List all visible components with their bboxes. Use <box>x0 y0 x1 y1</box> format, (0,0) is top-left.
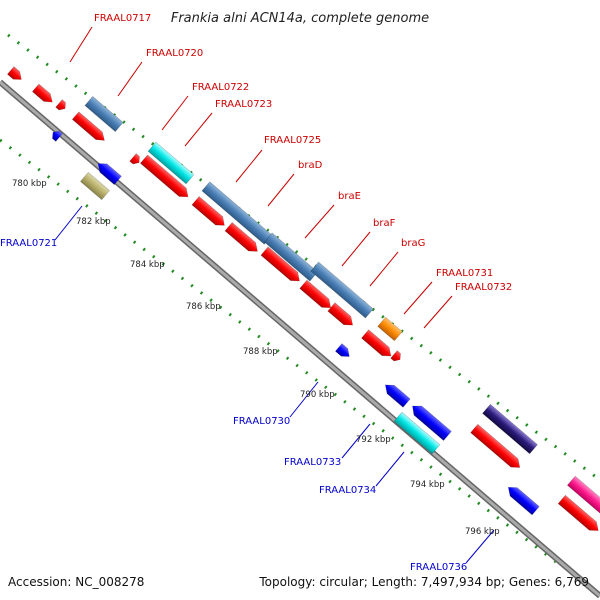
cds-red-3 <box>55 99 66 111</box>
forward-gene-label: FRAAL0723 <box>215 99 272 110</box>
feature-pink-1 <box>566 475 600 515</box>
reverse-gene-leader-line <box>375 451 405 487</box>
gene-labels: FRAAL0717FRAAL0720FRAAL0722FRAAL0723FRAA… <box>0 13 512 573</box>
forward-gene-leader-line <box>161 95 189 131</box>
cds-red-7 <box>191 196 225 226</box>
cds-blue-3 <box>412 405 452 441</box>
reverse-guide-line <box>0 138 561 567</box>
forward-gene-leader-line <box>341 231 371 267</box>
kbp-tick-label: 790 kbp <box>300 390 335 400</box>
cds-red-1 <box>7 66 22 80</box>
forward-gene-label: braE <box>338 191 361 202</box>
forward-gene-leader-line <box>235 149 263 183</box>
cds-red-2 <box>31 83 53 103</box>
forward-gene-label: FRAAL0725 <box>264 135 321 146</box>
rna-steel-1 <box>84 96 124 132</box>
genome-summary-text: Topology: circular; Length: 7,497,934 bp… <box>258 575 589 589</box>
kbp-tick-label: 786 kbp <box>186 302 221 312</box>
forward-gene-label: FRAAL0717 <box>94 13 151 24</box>
kbp-tick-label: 780 kbp <box>12 179 47 189</box>
cds-red-13 <box>470 423 521 468</box>
feature-khaki-1 <box>80 171 110 201</box>
reverse-gene-label: FRAAL0734 <box>319 485 376 496</box>
feature-cyan-1 <box>147 141 195 185</box>
cds-red-small-1 <box>390 350 401 362</box>
rna-steel-3 <box>263 232 319 282</box>
forward-gene-leader-line <box>369 251 399 287</box>
forward-gene-label: braG <box>401 238 425 249</box>
kbp-tick-label: 782 kbp <box>76 217 111 227</box>
accession-text: Accession: NC_008278 <box>8 575 144 589</box>
kbp-tick-label: 796 kbp <box>465 527 500 537</box>
reverse-gene-label: FRAAL0730 <box>233 416 290 427</box>
forward-gene-label: braF <box>373 218 396 229</box>
kbp-tick-label: 784 kbp <box>130 260 165 270</box>
rna-steel-2 <box>201 181 273 245</box>
forward-gene-leader-line <box>184 112 213 147</box>
cds-blue-small-2 <box>335 343 350 357</box>
kbp-tick-label: 792 kbp <box>356 435 391 445</box>
feature-orange-1 <box>377 316 403 342</box>
cds-red-11 <box>327 302 354 326</box>
kbp-tick-label: 788 kbp <box>243 347 278 357</box>
forward-gene-leader-line <box>117 61 143 97</box>
tick-guide-lines <box>0 33 600 567</box>
reverse-gene-label: FRAAL0736 <box>410 562 467 573</box>
cds-red-12 <box>361 329 392 357</box>
cds-red-10 <box>299 279 332 309</box>
cds-blue-4 <box>507 486 540 516</box>
kbp-tick-label: 794 kbp <box>410 480 445 490</box>
feature-track <box>7 66 600 531</box>
cds-red-6 <box>139 154 189 198</box>
forward-gene-leader-line <box>423 295 453 329</box>
reverse-gene-leader-line <box>54 205 83 241</box>
cds-blue-2 <box>384 384 411 408</box>
cds-blue-1 <box>97 163 122 186</box>
forward-gene-label: FRAAL0720 <box>146 48 203 59</box>
reverse-gene-leader-line <box>289 381 319 418</box>
reverse-gene-leader-line <box>341 423 371 459</box>
cds-red-9 <box>260 246 300 282</box>
forward-gene-label: FRAAL0732 <box>455 282 512 293</box>
rna-steel-4 <box>310 261 374 319</box>
forward-gene-leader-line <box>403 281 433 315</box>
feature-purple-1 <box>482 403 538 455</box>
forward-gene-leader-line <box>267 173 295 207</box>
map-title: Frankia alni ACN14a, complete genome <box>171 11 429 26</box>
reverse-gene-label: FRAAL0733 <box>284 457 341 468</box>
cds-red-14 <box>557 494 599 531</box>
forward-gene-label: braD <box>298 160 323 171</box>
cds-red-4 <box>71 111 105 141</box>
cds-blue-small-1 <box>52 130 63 142</box>
reverse-gene-label: FRAAL0721 <box>0 238 57 249</box>
cds-red-8 <box>224 222 258 252</box>
forward-gene-leader-line <box>69 26 93 63</box>
forward-gene-leader-line <box>304 204 335 239</box>
forward-gene-label: FRAAL0722 <box>192 82 249 93</box>
reverse-gene-leader-line <box>465 529 495 564</box>
kbp-tick-labels: 780 kbp 782 kbp 784 kbp 786 kbp 788 kbp 790 k… <box>12 179 500 537</box>
forward-gene-label: FRAAL0731 <box>436 268 493 279</box>
feature-cyan-2 <box>393 411 441 455</box>
cds-red-5 <box>129 153 140 165</box>
